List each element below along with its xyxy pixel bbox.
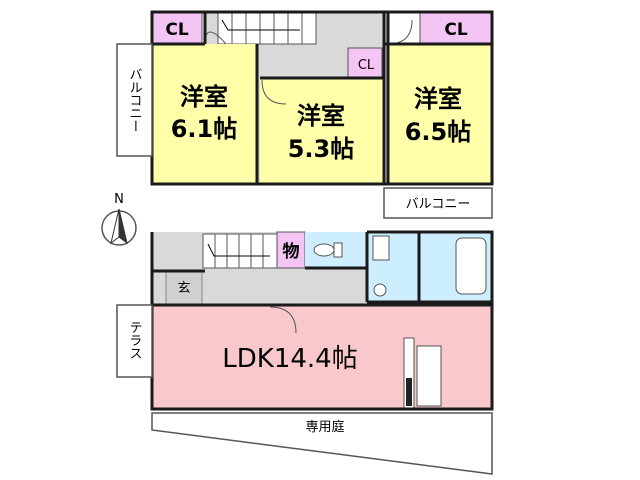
room-right-name: 洋室 xyxy=(414,85,462,113)
balcony-right-label: バルコニー xyxy=(406,197,471,212)
private-garden xyxy=(151,412,493,475)
ldk-label: LDK14.4帖 xyxy=(222,344,357,374)
closet-middle-label: CL xyxy=(358,58,375,73)
balcony-left-label: バルコニー xyxy=(127,68,143,133)
compass-north-label: N xyxy=(114,192,124,207)
kitchen-counter xyxy=(403,337,442,409)
balcony-upper-right xyxy=(383,187,493,219)
sink-icon xyxy=(373,283,387,297)
lower-staircase xyxy=(202,233,278,269)
garden-label: 専用庭 xyxy=(305,419,344,435)
room-left-name: 洋室 xyxy=(180,83,228,111)
room-left-size: 6.1帖 xyxy=(171,115,238,143)
washer-icon xyxy=(372,235,390,261)
terrace-label: テラス xyxy=(127,321,142,360)
storage-label: 物 xyxy=(283,241,300,262)
closet-right-label: CL xyxy=(444,20,467,40)
upper-walls xyxy=(150,10,494,186)
toilet-icon xyxy=(313,242,343,258)
room-right xyxy=(388,44,492,184)
terrace xyxy=(116,304,153,378)
room-middle-size: 5.3帖 xyxy=(288,135,355,163)
upper-staircase xyxy=(217,11,317,45)
closet-left-label: CL xyxy=(165,20,188,40)
room-right-size: 6.5帖 xyxy=(405,118,472,146)
balcony-upper-left xyxy=(116,43,153,157)
bathtub-icon xyxy=(455,237,487,295)
room-middle xyxy=(260,78,384,184)
room-middle-name: 洋室 xyxy=(297,102,345,130)
entrance xyxy=(165,270,203,306)
room-left xyxy=(152,44,257,184)
entrance-label: 玄 xyxy=(177,281,190,296)
compass-icon xyxy=(101,208,137,246)
